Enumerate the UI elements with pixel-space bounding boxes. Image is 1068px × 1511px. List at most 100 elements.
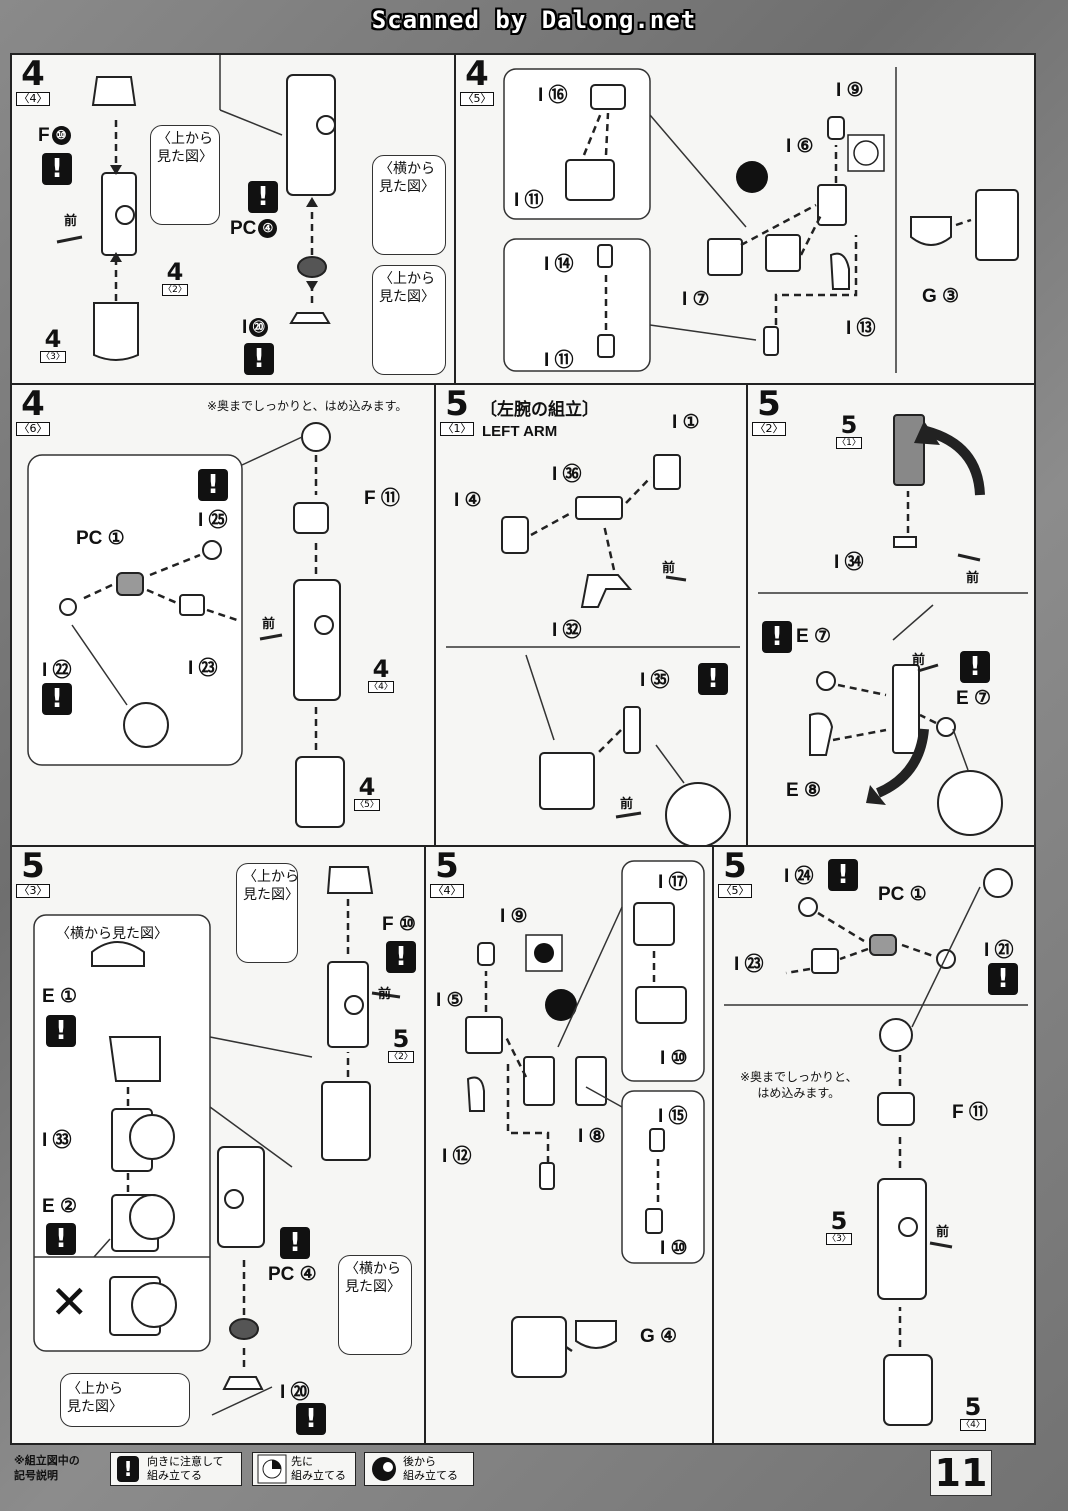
view-caption: 〈横から見た図〉 (56, 926, 168, 942)
part-label: PC ④ (268, 1264, 317, 1285)
step-number: 5〈5〉 (718, 849, 752, 898)
part-label: I ⑩ (660, 1048, 688, 1069)
part-label: I ⑨ (500, 906, 528, 927)
part-label: I ㉑ (984, 940, 1014, 961)
part-label: G ③ (922, 286, 960, 307)
part-label: I ㉓ (734, 954, 764, 975)
part-label: E ⑦ (796, 626, 831, 647)
part-label: I ④ (454, 490, 482, 511)
part-label: I ⑤ (436, 990, 464, 1011)
warning-icon: ! (988, 963, 1018, 995)
view-bubble: 〈横から 見た図〉 (338, 1255, 412, 1355)
instruction-note: ※奥までしっかりと、はめ込みます。 (207, 399, 408, 413)
part-label: I ㉜ (552, 620, 582, 641)
view-bubble: 〈上から 見た図〉 (60, 1373, 190, 1427)
front-label: 前 (64, 214, 78, 229)
step-number: 5〈4〉 (430, 849, 464, 898)
part-label: E ⑦ (956, 688, 991, 709)
legend-item: ! 向きに注意して 組み立てる (110, 1452, 242, 1486)
part-label: F ⑩ (382, 914, 416, 935)
part-label: I ⑧ (578, 1126, 606, 1147)
warning-icon: ! (828, 859, 858, 891)
assembly-illustration (446, 454, 740, 845)
warning-icon: ! (698, 663, 728, 695)
warning-icon: ! (960, 651, 990, 683)
assembly-illustration (758, 414, 1028, 836)
step-number: 4〈6〉 (16, 387, 50, 436)
assembly-illustration (27, 422, 345, 828)
part-label: I ⑭ (544, 254, 574, 275)
part-label: I ㉓ (188, 658, 218, 679)
view-bubble: 〈上から 見た図〉 (372, 265, 446, 375)
front-label: 前 (912, 653, 926, 668)
warning-icon: ! (280, 1227, 310, 1259)
scan-credit: Scanned by Dalong.net (371, 6, 697, 34)
panel-step-5-4: 5〈4〉 (424, 845, 714, 1445)
part-label: I ㊱ (552, 464, 582, 485)
step-ref: 5〈1〉 (836, 411, 862, 449)
warning-icon: ! (248, 181, 278, 213)
panel-step-4-6: 4〈6〉 ※奥までしっかりと、はめ込みます。 (10, 383, 436, 847)
front-label: 前 (936, 1225, 950, 1240)
step-number: 5〈3〉 (16, 849, 50, 898)
incorrect-x-icon: ✕ (50, 1275, 89, 1329)
step-number: 4〈5〉 (460, 57, 494, 106)
part-label: I ㉒ (42, 660, 72, 681)
step-ref: 4〈5〉 (354, 773, 380, 811)
part-label: I ⑳ (280, 1382, 310, 1403)
instruction-note: ※奥までしっかりと、 はめ込みます。 (740, 1070, 858, 1100)
part-label: I ㉝ (42, 1130, 72, 1151)
front-label: 前 (620, 797, 634, 812)
panel-step-5-5: 5〈5〉 (712, 845, 1036, 1445)
part-label: I ⑯ (538, 85, 568, 106)
part-label: I ㉞ (834, 552, 864, 573)
warning-icon: ! (46, 1223, 76, 1255)
part-label: E ② (42, 1196, 77, 1217)
part-label: I ⑰ (658, 872, 688, 893)
assembly-illustration (56, 55, 336, 361)
view-bubble: 〈横から 見た図〉 (372, 155, 446, 255)
part-label: I ㉕ (198, 510, 228, 531)
assembly-illustration (503, 67, 1019, 373)
section-title-en: LEFT ARM (482, 423, 558, 440)
warning-icon: ! (42, 683, 72, 715)
part-label: PC ① (878, 884, 927, 905)
step-ref: 5〈4〉 (960, 1393, 986, 1431)
step-ref: 4〈2〉 (162, 258, 188, 296)
part-label: I ⑮ (658, 1106, 688, 1127)
assembly-illustration (724, 868, 1028, 1426)
warning-icon: ! (198, 469, 228, 501)
warning-icon: ! (46, 1015, 76, 1047)
panel-step-5-1: 5〈1〉 〔左腕の組立〕 LEFT ARM (434, 383, 748, 847)
part-label: G ④ (640, 1326, 678, 1347)
assembly-illustration (33, 866, 401, 1416)
legend-item: 後から 組み立てる (364, 1452, 474, 1486)
part-label: I ⑪ (514, 190, 544, 211)
part-label: I ① (672, 412, 700, 433)
legend-title: ※組立図中の 記号説明 (14, 1454, 80, 1482)
legend-item: 先に 組み立てる (252, 1452, 356, 1486)
step-number: 5〈2〉 (752, 387, 786, 436)
part-label: F ⑪ (952, 1102, 988, 1123)
step-ref: 4〈3〉 (40, 325, 66, 363)
symbol-legend: ※組立図中の 記号説明 ! 向きに注意して 組み立てる 先に 組み立てる 後から… (10, 1450, 930, 1490)
view-bubble: 〈上から 見た図〉 (236, 863, 299, 963)
panel-step-5-2: 5〈2〉 (746, 383, 1036, 847)
warning-icon: ! (386, 941, 416, 973)
warning-icon: ! (244, 343, 274, 375)
view-bubble: 〈上から 見た図〉 (150, 125, 220, 225)
warning-icon: ! (762, 621, 792, 653)
panel-step-4-5: 4〈5〉 (454, 53, 1036, 385)
back-later-icon (372, 1457, 396, 1481)
part-label: I ㉟ (640, 670, 670, 691)
part-label: I ㉔ (784, 866, 814, 887)
assembly-illustration (465, 860, 705, 1378)
front-label: 前 (662, 561, 676, 576)
part-label: E ⑧ (786, 780, 821, 801)
section-title: 〔左腕の組立〕 (480, 400, 599, 420)
